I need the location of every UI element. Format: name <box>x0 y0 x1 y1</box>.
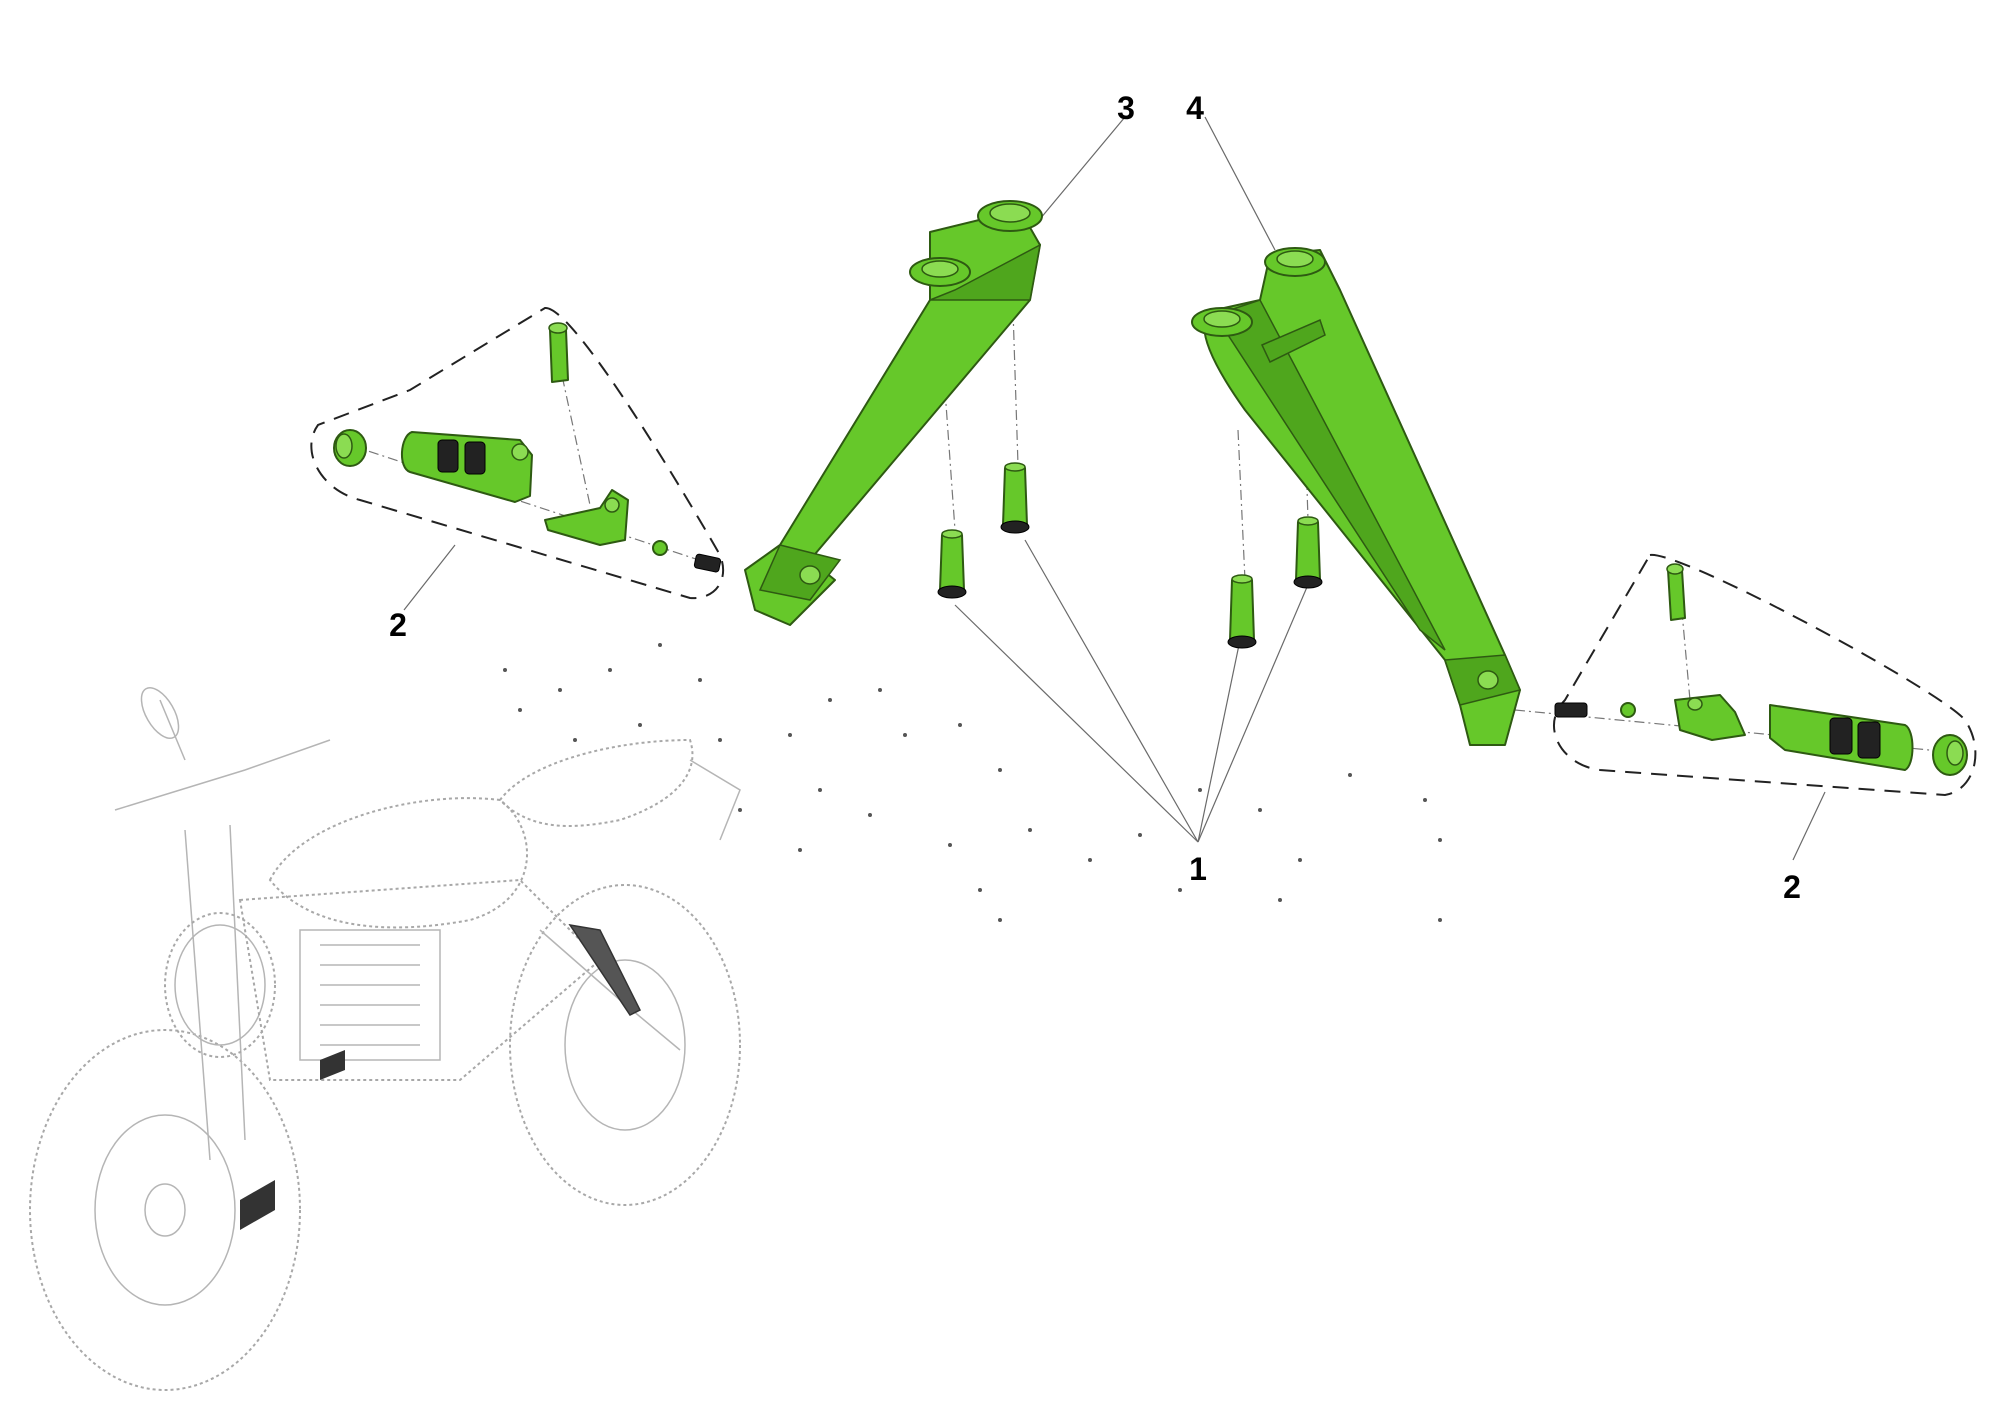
right-footpeg-rubber-grips <box>1829 717 1881 759</box>
left-footpeg-assembly <box>333 322 722 573</box>
right-footpeg-detent-ball <box>1620 702 1636 718</box>
right-footpeg-spring <box>1554 702 1588 718</box>
left-footrest-hanger <box>744 200 1043 626</box>
callout-labels: 3 4 1 2 2 <box>389 90 1801 905</box>
left-footpeg-rubber-grips <box>437 439 486 475</box>
right-footrest-hanger <box>1191 247 1522 746</box>
callout-3-label: 3 <box>1117 90 1135 126</box>
right-footpeg-bracket <box>1674 694 1746 741</box>
callout-4-label: 4 <box>1186 90 1204 126</box>
right-footpeg-pin <box>1667 569 1686 621</box>
projection-dots <box>503 643 1442 922</box>
left-footpeg-pin <box>549 329 569 383</box>
right-footpeg-assembly <box>1554 563 1968 776</box>
left-footpeg-detent-ball <box>652 540 668 556</box>
left-footpeg-group-outline <box>310 306 725 600</box>
right-footpeg-group-outline <box>1553 553 1977 797</box>
hanger-mounting-bolts <box>937 462 1323 649</box>
callout-2-left-label: 2 <box>389 607 407 643</box>
motorcycle-illustration <box>29 687 741 1391</box>
callout-2-right-label: 2 <box>1783 869 1801 905</box>
leader-lines <box>403 116 1826 861</box>
left-footpeg-spring <box>693 553 722 573</box>
callout-1-label: 1 <box>1189 851 1207 887</box>
